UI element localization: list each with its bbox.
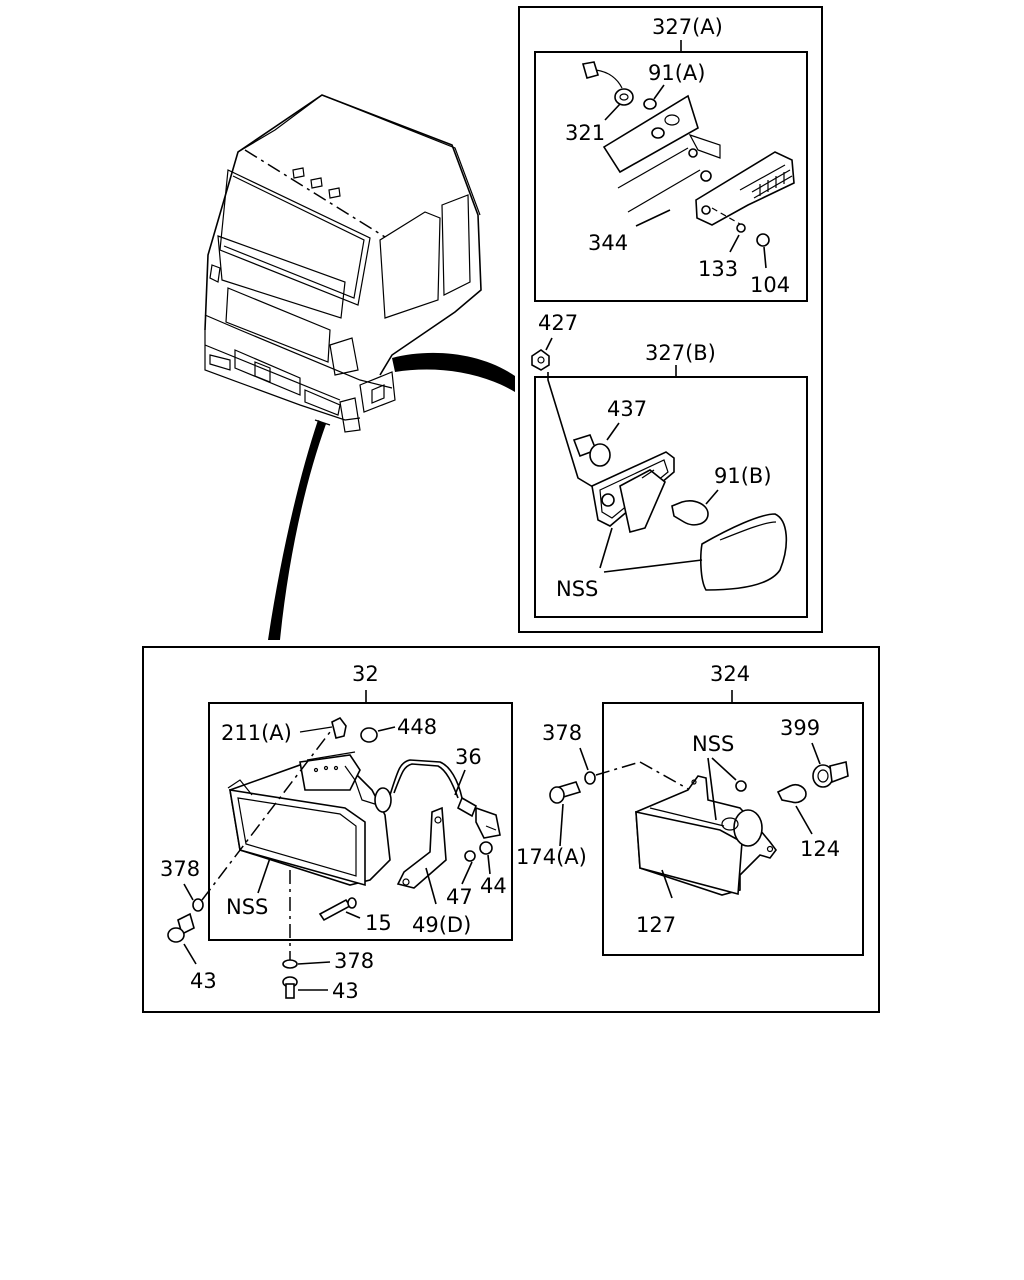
box-327a xyxy=(534,51,808,302)
outer-frame-fog xyxy=(142,646,880,1013)
label-124: 124 xyxy=(800,837,840,861)
label-174a: 174(A) xyxy=(516,845,587,869)
group-327a: 327(A) 321 91(A) 344 133 1 xyxy=(518,6,823,633)
label-43-bottom: 43 xyxy=(332,979,359,1003)
box-32 xyxy=(208,702,513,941)
label-437: 437 xyxy=(607,397,647,421)
label-427: 427 xyxy=(538,311,578,335)
group-32: 32 211(A) 448 36 49(D) xyxy=(160,662,513,1003)
box-324 xyxy=(602,702,864,956)
label-344: 344 xyxy=(588,231,628,255)
label-32: 32 xyxy=(352,662,379,686)
label-91b: 91(B) xyxy=(714,464,772,488)
label-44: 44 xyxy=(480,874,507,898)
label-104: 104 xyxy=(750,273,790,297)
outer-frame-327 xyxy=(518,6,823,633)
label-324: 324 xyxy=(710,662,750,686)
label-399: 399 xyxy=(780,716,820,740)
label-nss-side: NSS xyxy=(556,577,598,601)
label-127: 127 xyxy=(636,913,676,937)
label-378-left: 378 xyxy=(160,857,200,881)
label-49d: 49(D) xyxy=(412,913,471,937)
label-378-right: 378 xyxy=(542,721,582,745)
label-448: 448 xyxy=(397,715,437,739)
group-327b: 327(B) 427 437 91(B) NSS xyxy=(531,311,808,618)
label-321: 321 xyxy=(565,121,605,145)
label-nss-right: NSS xyxy=(692,732,734,756)
label-nss-left: NSS xyxy=(226,895,268,919)
label-327a: 327(A) xyxy=(652,15,723,39)
label-211a: 211(A) xyxy=(221,721,292,745)
label-91a: 91(A) xyxy=(648,61,705,85)
truck-cab-illustration xyxy=(204,94,515,640)
label-15: 15 xyxy=(365,911,392,935)
label-327b: 327(B) xyxy=(645,341,716,365)
label-133: 133 xyxy=(698,257,738,281)
label-36: 36 xyxy=(455,745,482,769)
label-378-bottom: 378 xyxy=(334,949,374,973)
label-47: 47 xyxy=(446,885,473,909)
box-327b xyxy=(534,376,808,618)
label-43-left: 43 xyxy=(190,969,217,993)
group-324: 324 378 174(A) NSS 124 399 xyxy=(516,662,864,956)
